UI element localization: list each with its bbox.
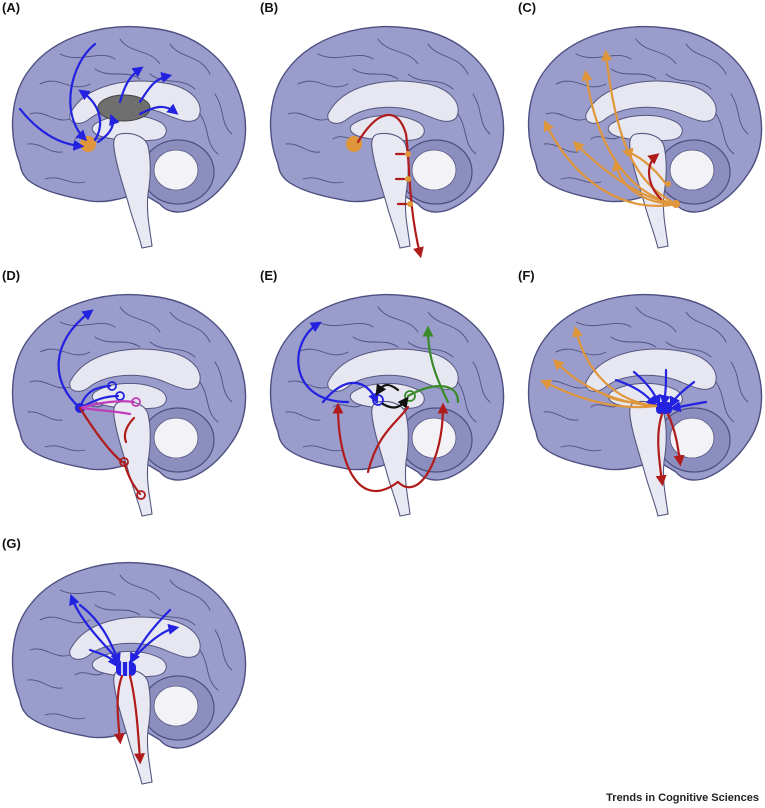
brain-sagittal-icon bbox=[269, 25, 505, 259]
panel-label: (C) bbox=[518, 0, 537, 15]
brain-sagittal-icon bbox=[527, 25, 763, 249]
brain-sagittal-icon bbox=[527, 293, 763, 517]
panel-label: (G) bbox=[2, 536, 21, 551]
panel-e: (E) bbox=[258, 268, 508, 528]
brain-sagittal-icon bbox=[269, 293, 505, 517]
panel-label: (E) bbox=[260, 268, 278, 283]
panel-label: (A) bbox=[2, 0, 21, 15]
panel-label: (B) bbox=[260, 0, 279, 15]
brain-sagittal-icon bbox=[11, 561, 247, 785]
panel-label: (D) bbox=[2, 268, 21, 283]
panel-f: (F) bbox=[516, 268, 765, 528]
brain-sagittal-icon bbox=[11, 25, 247, 249]
panel-b: (B) bbox=[258, 0, 508, 260]
panel-g: (G) bbox=[0, 536, 250, 796]
brain-sagittal-icon bbox=[11, 293, 247, 517]
panel-d: (D) bbox=[0, 268, 250, 528]
panel-label: (F) bbox=[518, 268, 535, 283]
panel-a: (A) bbox=[0, 0, 250, 260]
orange-node bbox=[80, 136, 96, 152]
panel-c: (C) bbox=[516, 0, 765, 260]
footer-credit: Trends in Cognitive Sciences bbox=[606, 792, 759, 804]
